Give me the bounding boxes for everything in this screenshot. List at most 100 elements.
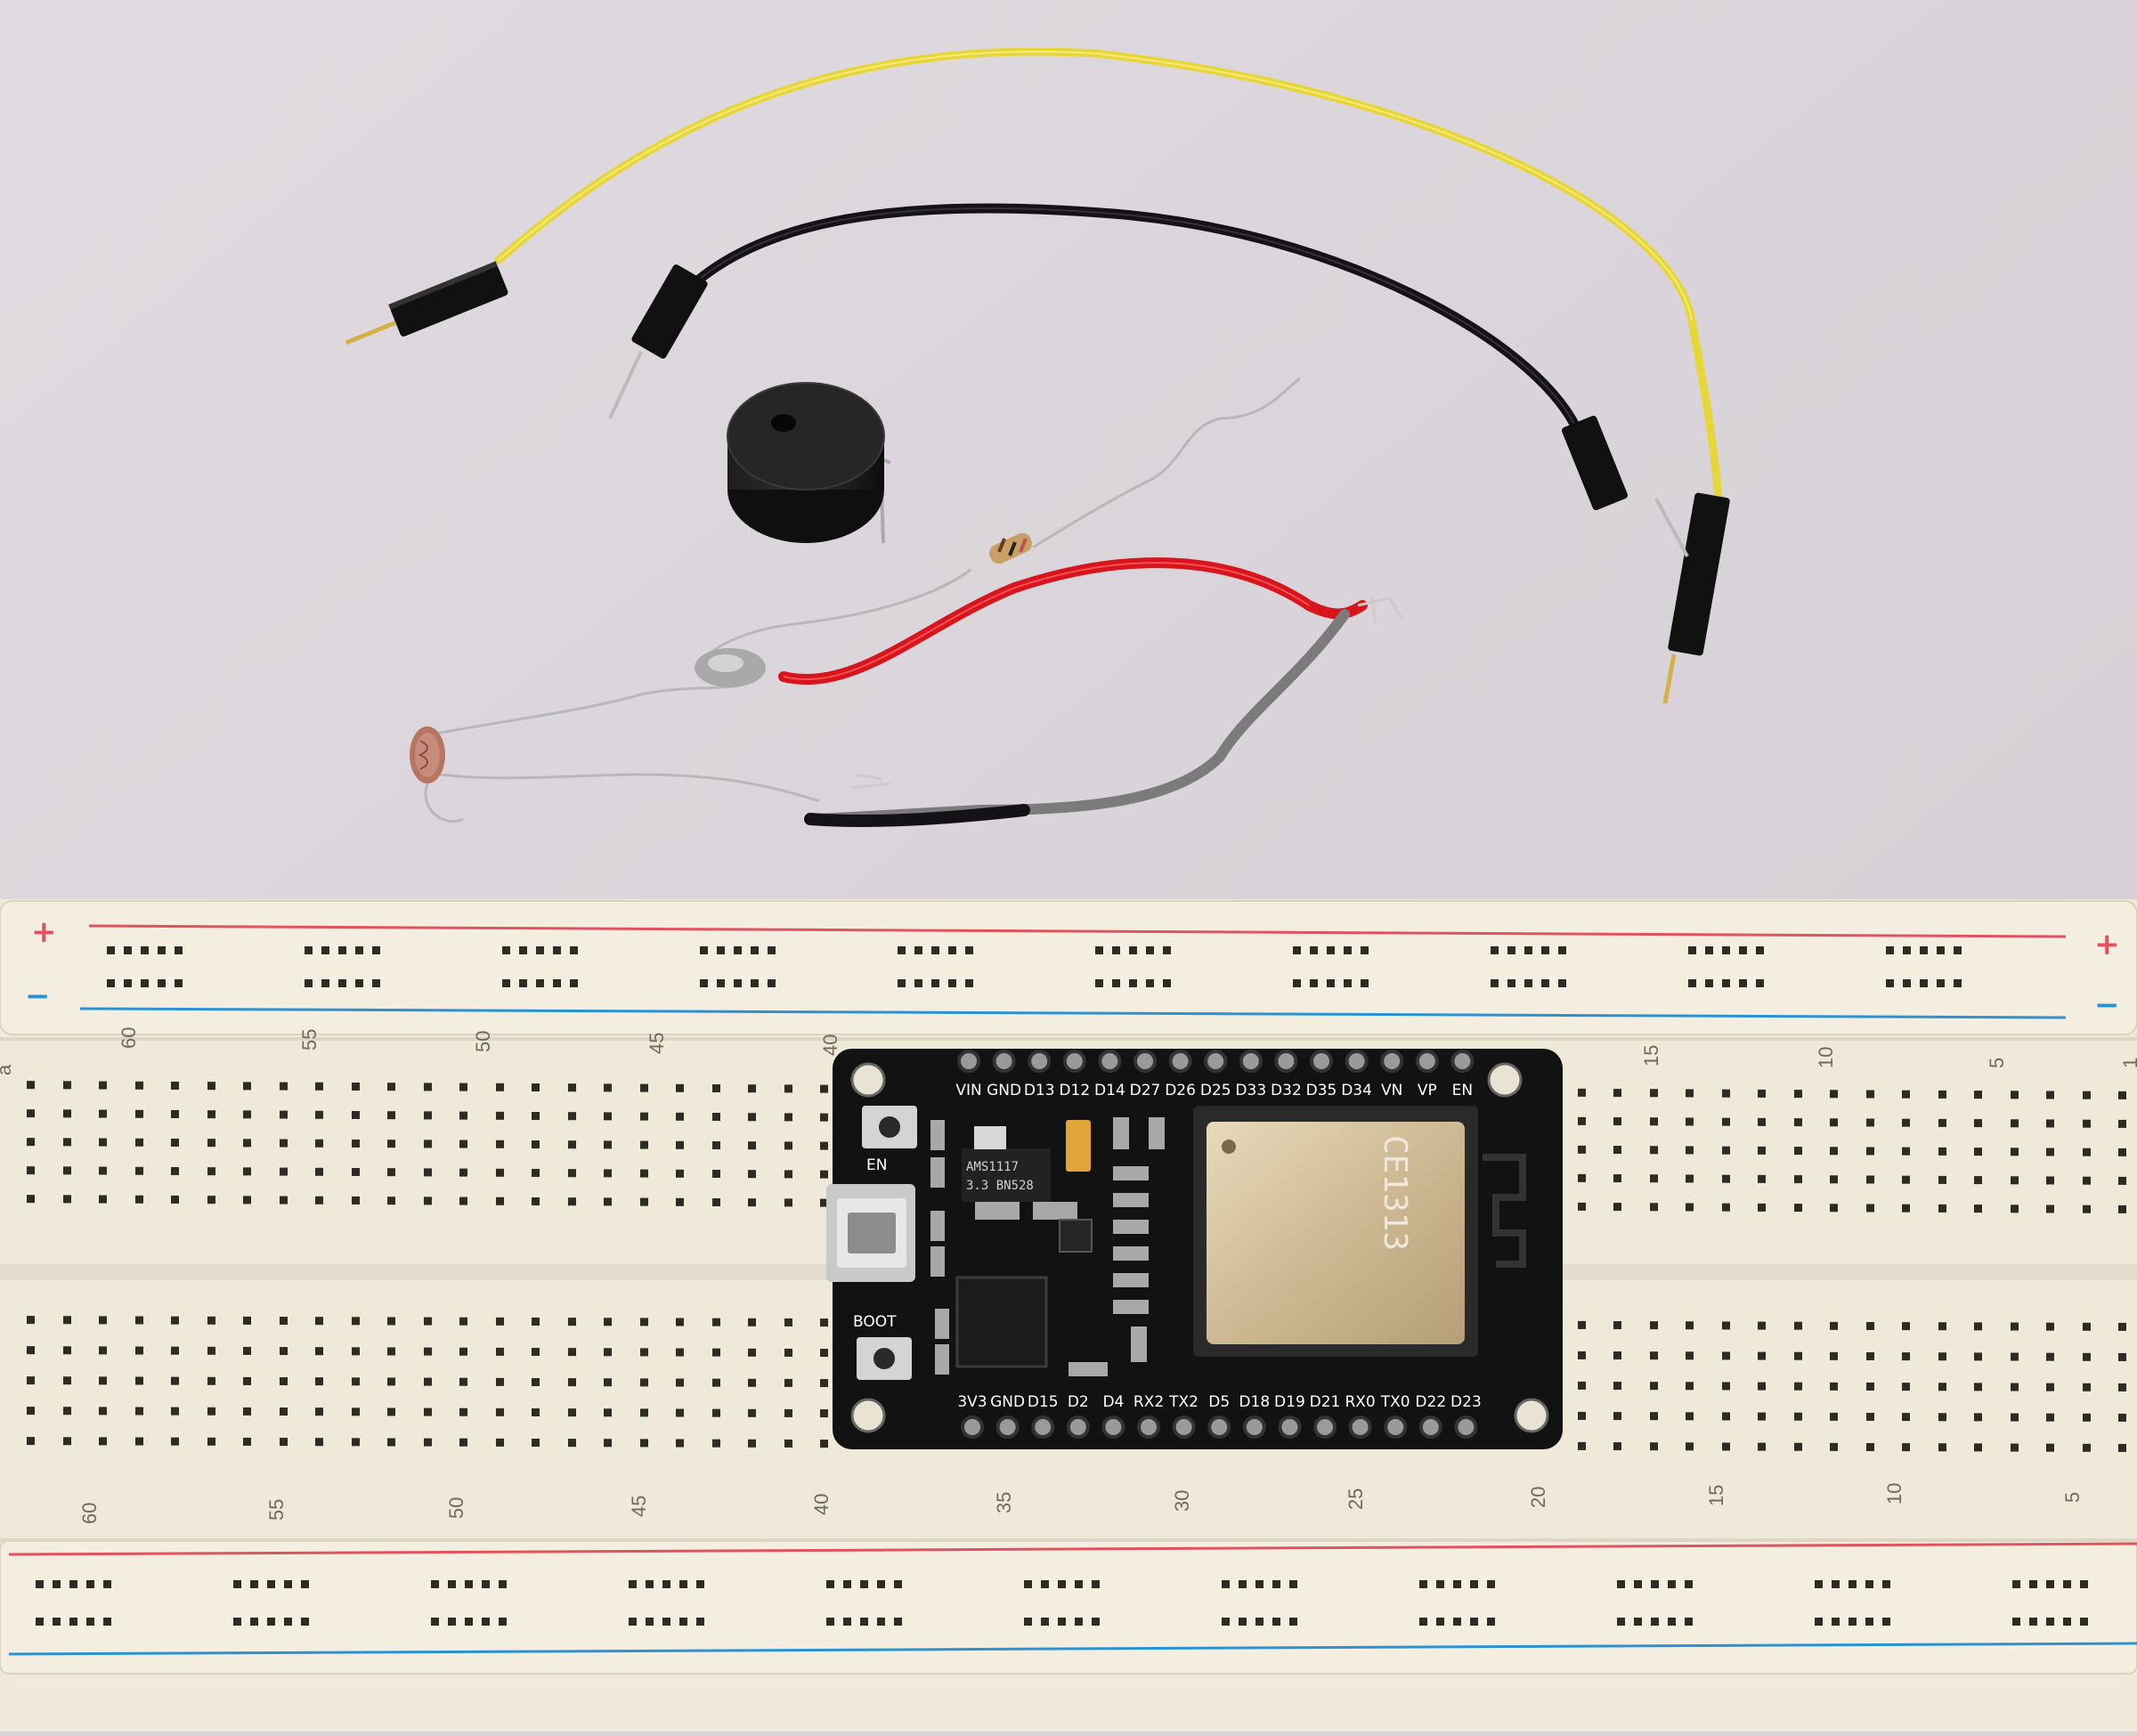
terminal-hole[interactable] [99,1109,107,1118]
terminal-hole[interactable] [712,1378,720,1387]
terminal-hole[interactable] [1686,1146,1694,1155]
terminal-hole[interactable] [1974,1383,1982,1391]
rail-hole[interactable] [1436,1580,1444,1588]
rail-hole[interactable] [894,1618,902,1626]
terminal-hole[interactable] [135,1437,143,1446]
terminal-hole[interactable] [1722,1412,1730,1421]
rail-hole[interactable] [826,1580,834,1588]
terminal-hole[interactable] [280,1377,288,1386]
terminal-hole[interactable] [387,1317,395,1326]
terminal-hole[interactable] [676,1083,684,1092]
rail-hole[interactable] [321,946,329,954]
rail-hole[interactable] [1239,1618,1247,1626]
rail-hole[interactable] [141,946,149,954]
rail-hole[interactable] [1222,1618,1230,1626]
rail-hole[interactable] [1668,1580,1676,1588]
terminal-hole[interactable] [99,1437,107,1446]
terminal-hole[interactable] [171,1109,179,1118]
terminal-hole[interactable] [1650,1412,1658,1421]
terminal-hole[interactable] [352,1082,360,1091]
terminal-hole[interactable] [604,1378,612,1387]
bottom-pin-d21[interactable] [1313,1416,1337,1439]
rail-hole[interactable] [1024,1580,1032,1588]
terminal-hole[interactable] [387,1438,395,1447]
terminal-hole[interactable] [1938,1322,1946,1331]
rail-hole[interactable] [965,946,973,954]
terminal-hole[interactable] [1938,1175,1946,1184]
rail-hole[interactable] [662,1580,670,1588]
terminal-hole[interactable] [243,1316,251,1325]
terminal-hole[interactable] [352,1167,360,1176]
terminal-hole[interactable] [604,1348,612,1357]
terminal-hole[interactable] [1866,1147,1874,1156]
terminal-hole[interactable] [1974,1119,1982,1128]
terminal-hole[interactable] [604,1083,612,1092]
rail-hole[interactable] [1255,1580,1264,1588]
terminal-hole[interactable] [784,1084,792,1093]
rail-hole[interactable] [1634,1580,1642,1588]
terminal-hole[interactable] [820,1349,828,1358]
rail-hole[interactable] [751,946,759,954]
terminal-hole[interactable] [243,1082,251,1091]
rail-hole[interactable] [1541,946,1549,954]
terminal-hole[interactable] [1758,1442,1766,1451]
rail-hole[interactable] [1524,979,1532,987]
rail-hole[interactable] [734,979,742,987]
rail-hole[interactable] [1886,979,1894,987]
terminal-hole[interactable] [568,1197,576,1206]
terminal-hole[interactable] [315,1347,323,1356]
terminal-hole[interactable] [496,1140,504,1148]
rail-hole[interactable] [1849,1580,1857,1588]
terminal-hole[interactable] [1758,1382,1766,1391]
rail-hole[interactable] [1419,1580,1427,1588]
top-pin-vn[interactable] [1380,1050,1404,1073]
terminal-hole[interactable] [1722,1442,1730,1451]
rail-hole[interactable] [1419,1618,1427,1626]
rail-hole[interactable] [536,946,544,954]
rail-hole[interactable] [1954,979,1962,987]
terminal-hole[interactable] [568,1112,576,1121]
rail-hole[interactable] [553,979,561,987]
rail-hole[interactable] [2029,1618,2037,1626]
terminal-hole[interactable] [496,1438,504,1447]
terminal-hole[interactable] [1650,1351,1658,1360]
terminal-hole[interactable] [459,1317,467,1326]
terminal-hole[interactable] [459,1377,467,1386]
terminal-hole[interactable] [424,1168,432,1177]
rail-hole[interactable] [1487,1618,1495,1626]
rail-hole[interactable] [1112,946,1120,954]
rail-hole[interactable] [124,979,132,987]
terminal-hole[interactable] [748,1170,756,1179]
terminal-hole[interactable] [532,1083,540,1091]
terminal-hole[interactable] [676,1378,684,1387]
boot-button[interactable] [857,1337,912,1380]
terminal-hole[interactable] [2046,1322,2054,1331]
terminal-hole[interactable] [243,1110,251,1119]
terminal-hole[interactable] [280,1139,288,1148]
terminal-hole[interactable] [243,1407,251,1416]
rail-hole[interactable] [1058,1618,1066,1626]
terminal-hole[interactable] [676,1439,684,1448]
terminal-hole[interactable] [2011,1352,2019,1361]
bottom-pin-3v3[interactable] [961,1416,984,1439]
terminal-hole[interactable] [135,1407,143,1416]
rail-hole[interactable] [321,979,329,987]
terminal-hole[interactable] [387,1407,395,1416]
terminal-hole[interactable] [2083,1091,2091,1099]
terminal-hole[interactable] [1613,1321,1621,1330]
terminal-hole[interactable] [207,1110,215,1119]
rail-hole[interactable] [1491,946,1499,954]
terminal-hole[interactable] [352,1196,360,1205]
terminal-hole[interactable] [280,1167,288,1176]
terminal-hole[interactable] [63,1081,71,1090]
terminal-hole[interactable] [712,1169,720,1178]
terminal-hole[interactable] [99,1346,107,1355]
terminal-hole[interactable] [2083,1176,2091,1185]
terminal-hole[interactable] [424,1083,432,1091]
terminal-hole[interactable] [712,1140,720,1149]
rail-hole[interactable] [372,979,380,987]
terminal-hole[interactable] [1613,1174,1621,1183]
rail-hole[interactable] [1832,1580,1840,1588]
terminal-hole[interactable] [99,1195,107,1204]
terminal-hole[interactable] [99,1316,107,1325]
